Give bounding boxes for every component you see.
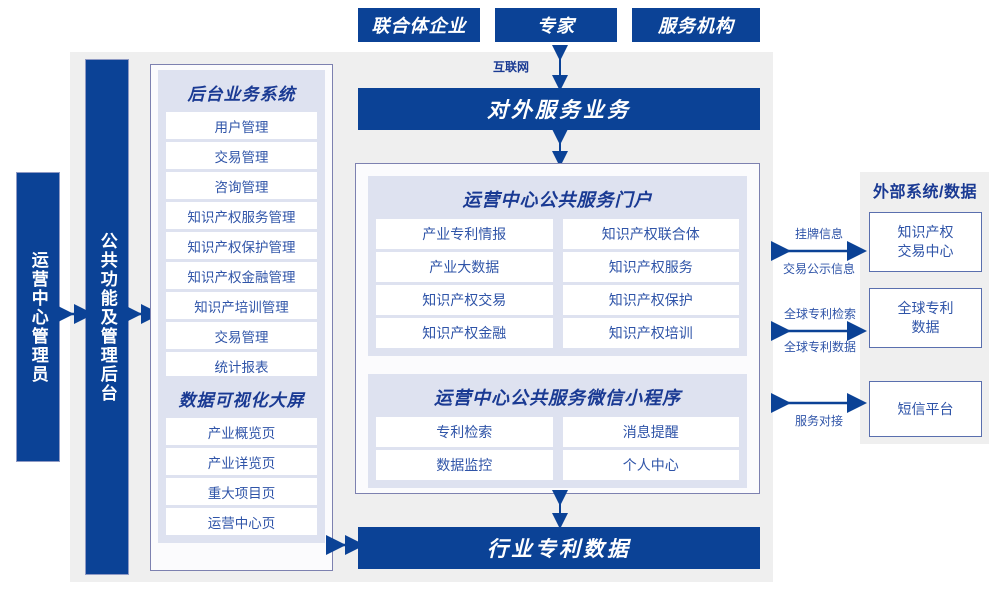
public-service-portal-group: 运营中心公共服务门户 产业专利情报 知识产权联合体 产业大数据 知识产权服务 知…	[368, 176, 747, 356]
operator-to-backend-arrow	[54, 304, 94, 324]
portal-item[interactable]: 知识产权交易	[376, 285, 553, 315]
portal-to-industry-data-arrow	[552, 490, 568, 529]
external-box-ip-exchange-center[interactable]: 知识产权 交易中心	[869, 212, 982, 272]
external-box-line2: 数据	[911, 319, 940, 335]
backend-item[interactable]: 用户管理	[166, 112, 317, 139]
external-connector-1-arrow	[771, 241, 867, 261]
external-connector-1-label-above: 挂牌信息	[794, 227, 843, 241]
wechat-miniprogram-title: 运营中心公共服务微信小程序	[434, 388, 681, 408]
external-connector-3-label-below: 服务对接	[794, 414, 843, 428]
external-connector-2-label-above: 全球专利检索	[783, 307, 856, 321]
portal-item[interactable]: 知识产权培训	[562, 318, 739, 348]
external-connector-2-label-below: 全球专利数据	[783, 340, 856, 354]
actor-box-expert[interactable]: 专家	[495, 8, 617, 42]
visual-item[interactable]: 产业详览页	[166, 448, 317, 475]
internet-arrow	[552, 45, 568, 91]
external-box-line2: 交易中心	[897, 243, 954, 259]
backend-item[interactable]: 交易管理	[166, 322, 317, 349]
actor-box-service-agency[interactable]: 服务机构	[632, 8, 760, 42]
operator-admin-bar[interactable]: 运营中心管理员	[16, 172, 60, 462]
miniprogram-item[interactable]: 个人中心	[562, 450, 739, 480]
external-connector-2-arrow	[771, 321, 867, 341]
portal-item[interactable]: 产业大数据	[376, 252, 553, 282]
backend-business-group: 后台业务系统 用户管理 交易管理 咨询管理 知识产权服务管理 知识产权保护管理 …	[158, 70, 325, 387]
backend-item[interactable]: 知识产培训管理	[166, 292, 317, 319]
actor-box-union-enterprise[interactable]: 联合体企业	[358, 8, 480, 42]
industry-patent-data-bar[interactable]: 行业专利数据	[358, 527, 760, 569]
public-service-portal-title: 运营中心公共服务门户	[462, 190, 653, 210]
backend-to-panel-arrow	[122, 304, 161, 324]
backend-item[interactable]: 咨询管理	[166, 172, 317, 199]
internet-label: 互联网	[492, 60, 529, 74]
portal-item[interactable]: 知识产权金融	[376, 318, 553, 348]
external-connector-1-label-below: 交易公示信息	[782, 262, 855, 276]
backend-item[interactable]: 知识产权服务管理	[166, 202, 317, 229]
miniprogram-item[interactable]: 数据监控	[376, 450, 553, 480]
data-visualization-group: 数据可视化大屏 产业概览页 产业详览页 重大项目页 运营中心页	[158, 376, 325, 543]
external-box-line1: 全球专利	[897, 300, 954, 317]
external-systems-title: 外部系统/数据	[873, 184, 977, 201]
backend-item[interactable]: 交易管理	[166, 142, 317, 169]
backend-business-title: 后台业务系统	[187, 85, 296, 104]
external-connector-3-arrow	[771, 393, 867, 413]
public-function-backend-bar[interactable]: 公共功能及管理后台	[85, 59, 129, 575]
backend-item[interactable]: 知识产权金融管理	[166, 262, 317, 289]
external-service-bar[interactable]: 对外服务业务	[358, 88, 760, 130]
wechat-miniprogram-group: 运营中心公共服务微信小程序 专利检索 消息提醒 数据监控 个人中心	[368, 374, 747, 488]
visual-item[interactable]: 重大项目页	[166, 478, 317, 505]
external-box-line1: 知识产权	[897, 224, 954, 241]
portal-item[interactable]: 产业专利情报	[376, 219, 553, 249]
portal-item[interactable]: 知识产权联合体	[562, 219, 739, 249]
visual-item[interactable]: 产业概览页	[166, 418, 317, 445]
backend-item[interactable]: 知识产权保护管理	[166, 232, 317, 259]
visual-item[interactable]: 运营中心页	[166, 508, 317, 535]
data-visualization-title: 数据可视化大屏	[178, 391, 305, 410]
external-box-line1: 短信平台	[897, 400, 954, 417]
backend-item[interactable]: 统计报表	[166, 352, 317, 379]
external-box-sms-platform[interactable]: 短信平台	[869, 381, 982, 437]
miniprogram-item[interactable]: 专利检索	[376, 417, 553, 447]
miniprogram-item[interactable]: 消息提醒	[562, 417, 739, 447]
portal-item[interactable]: 知识产权服务	[562, 252, 739, 282]
portal-item[interactable]: 知识产权保护	[562, 285, 739, 315]
backend-to-industry-data-arrow	[326, 535, 365, 555]
service-to-portal-arrow	[552, 129, 568, 167]
external-box-global-patent-data[interactable]: 全球专利 数据	[869, 288, 982, 348]
